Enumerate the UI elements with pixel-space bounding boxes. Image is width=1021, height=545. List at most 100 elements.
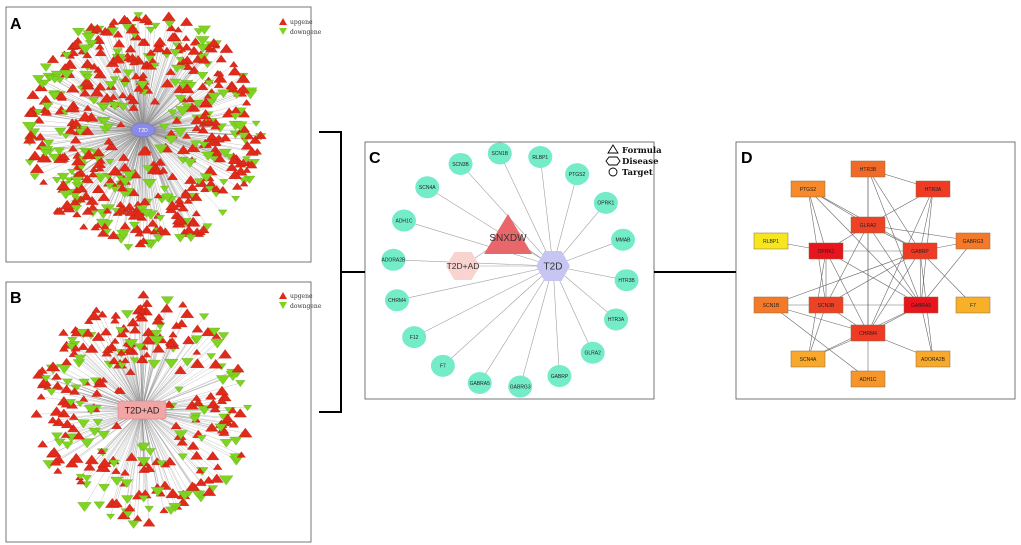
gene-edge: [142, 91, 212, 131]
t2dad-disease-label: T2D+AD: [447, 261, 480, 271]
upgene-node: [227, 66, 242, 76]
gene-edge: [141, 342, 218, 411]
downgene-node: [201, 151, 215, 161]
downgene-node: [174, 234, 187, 243]
gene-edge: [110, 409, 143, 517]
downgene-node: [46, 75, 55, 82]
downgene-node: [47, 91, 61, 101]
panel-label-c: C: [369, 150, 381, 167]
upgene-node: [254, 130, 267, 139]
upgene-node: [83, 462, 96, 471]
upgene-node: [215, 385, 229, 396]
formula-node: [484, 214, 532, 254]
upgene-node: [124, 92, 136, 101]
target-node: [547, 365, 572, 388]
downgene-node: [138, 442, 151, 451]
upgene-node: [187, 46, 201, 55]
downgene-node: [164, 358, 179, 369]
upgene-node: [195, 477, 207, 486]
gene-edge: [115, 409, 143, 472]
target-edge: [414, 265, 554, 338]
upgene-node: [120, 356, 130, 363]
gene-edge: [142, 81, 176, 131]
downgene-node: [128, 221, 140, 230]
downgene-node: [207, 92, 221, 102]
upgene-node: [153, 192, 163, 199]
downgene-node: [196, 435, 207, 442]
downgene-node: [123, 244, 134, 251]
downgene-node: [194, 178, 204, 186]
gene-edge: [91, 348, 143, 411]
downgene-node: [52, 177, 62, 184]
gene-edge: [123, 409, 143, 485]
upgene-node: [174, 365, 187, 374]
downgene-node: [104, 81, 117, 90]
downgene-node: [98, 117, 111, 126]
downgene-legend-label: downgene: [290, 303, 322, 310]
upgene-node: [84, 454, 99, 465]
upgene-node: [61, 357, 72, 366]
downgene-node: [88, 427, 101, 437]
gene-edge: [142, 110, 236, 131]
ppi-edge: [867, 250, 921, 334]
target-label: SCN3B: [452, 162, 469, 168]
gene-edge: [80, 129, 144, 200]
downgene-node: [74, 128, 86, 136]
upgene-node: [88, 170, 98, 178]
gene-edge: [142, 129, 200, 182]
downgene-node: [218, 475, 234, 486]
ppi-edge: [825, 224, 869, 306]
upgene-node: [27, 150, 43, 161]
downgene-node: [155, 215, 166, 222]
downgene-node: [185, 234, 197, 243]
downgene-node: [195, 36, 210, 46]
gene-edge: [141, 129, 144, 209]
upgene-node: [161, 46, 173, 55]
downgene-node: [150, 62, 160, 69]
gene-edge: [142, 129, 150, 183]
downgene-node: [88, 97, 100, 105]
ppi-node-label: ADH1C: [860, 377, 877, 383]
downgene-node: [171, 64, 183, 73]
gene-edge: [142, 51, 168, 131]
upgene-node: [142, 517, 156, 527]
downgene-node: [199, 141, 209, 149]
downgene-node: [164, 20, 176, 29]
gene-edge: [90, 335, 143, 411]
upgene-node: [116, 121, 126, 128]
upgene-node: [183, 62, 194, 70]
gene-edge: [127, 57, 144, 131]
target-node: [508, 375, 533, 398]
ppi-edge: [825, 250, 921, 306]
upgene-node: [163, 400, 175, 408]
target-label: ADH1C: [395, 218, 412, 224]
upgene-legend-icon: [279, 18, 287, 25]
upgene-node: [60, 384, 73, 393]
upgene-node: [119, 221, 131, 230]
ppi-node: [753, 232, 789, 250]
upgene-node: [160, 303, 174, 313]
ppi-node-label: GLRA2: [860, 223, 877, 229]
upgene-node: [129, 223, 144, 233]
upgene-node: [95, 43, 105, 50]
ppi-node-label: GABRA5: [911, 303, 932, 309]
gene-edge: [29, 129, 144, 141]
gene-edge: [142, 129, 197, 198]
downgene-node: [230, 113, 241, 121]
bracket-connector: [319, 131, 736, 413]
downgene-node: [53, 147, 66, 156]
downgene-node: [70, 205, 83, 213]
upgene-node: [49, 457, 62, 466]
upgene-node: [125, 23, 140, 34]
gene-edge: [141, 409, 193, 488]
downgene-node: [174, 386, 184, 393]
gene-edge: [132, 29, 144, 131]
downgene-node: [145, 26, 156, 34]
upgene-node: [131, 72, 142, 80]
upgene-node: [136, 355, 147, 363]
upgene-node: [100, 327, 112, 336]
gene-edge: [142, 65, 156, 131]
upgene-node: [47, 416, 58, 424]
gene-edge: [142, 96, 215, 131]
gene-edge: [34, 129, 144, 157]
